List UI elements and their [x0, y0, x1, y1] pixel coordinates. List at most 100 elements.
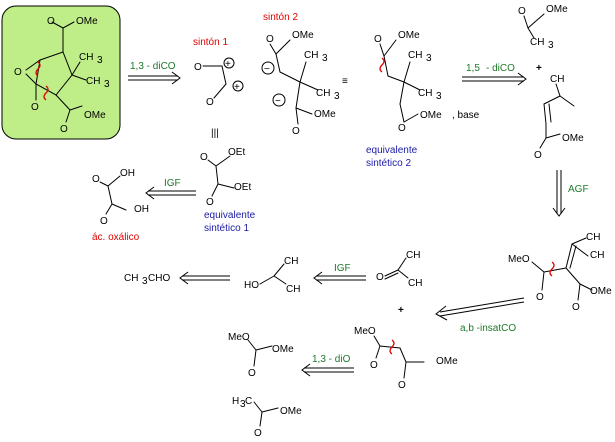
arrow-igf-1: IGF: [145, 178, 196, 200]
arrow-igf-2: IGF: [313, 263, 366, 285]
ip-ho: HO: [244, 280, 259, 291]
ma-ch3-sub: 3: [548, 40, 554, 51]
acetaldehyde-cho: CHO: [148, 273, 170, 284]
top-o: O: [47, 16, 55, 27]
arrow-1-label: 1,3 - diCO: [130, 61, 176, 72]
mab-ome: OMe: [280, 406, 302, 417]
bottom-o: O: [60, 124, 68, 135]
do-oet2: OEt: [234, 182, 251, 193]
e2-ome-top: OMe: [398, 30, 420, 41]
ac-ch3-b: CH: [408, 278, 422, 289]
arrow-igf-2-label: IGF: [334, 263, 351, 274]
ma-o: O: [518, 6, 526, 17]
arrow-agf-label: AGF: [568, 184, 589, 195]
plus-mid: +: [398, 305, 404, 316]
mab-c: C: [245, 396, 252, 407]
do-o2: O: [206, 197, 214, 208]
ip-ch3-b: CH: [286, 284, 300, 295]
e2-ome-bot: OMe: [420, 110, 442, 121]
equiv2-line2: sintético 2: [366, 158, 411, 169]
equiv-sign: ≡: [342, 76, 348, 87]
arrow-dio-label: 1,3 - diO: [312, 354, 351, 365]
mab-o: O: [254, 428, 262, 439]
diethyl-oxalate: O OEt OEt O equivalente sintético 1: [200, 147, 256, 234]
arrow-2-label-b: - diCO: [486, 63, 515, 74]
e2-ch3-a-sub: 3: [426, 53, 432, 64]
ue-o: O: [534, 150, 542, 161]
equiv2-line1: equivalente: [366, 145, 418, 156]
e2-ch3-b-sub: 3: [436, 91, 442, 102]
ac-o: O: [376, 272, 384, 283]
synthon-2-label: sintón 2: [263, 12, 298, 23]
target-box: [1, 5, 121, 140]
ip-ch3-a: CH: [284, 256, 298, 267]
am-o1: O: [536, 292, 544, 303]
mab-sub: 3: [240, 399, 246, 410]
ring-carbonyl-o2: O: [31, 102, 39, 113]
ma-ch3: CH: [530, 37, 544, 48]
dm-o1: O: [370, 360, 378, 371]
arrow-igf-1-label: IGF: [164, 178, 181, 189]
s2-ome-top: OMe: [292, 30, 314, 41]
ox-o1: O: [92, 174, 100, 185]
dc-o: O: [248, 368, 256, 379]
am-meo: MeO: [508, 254, 530, 265]
s2-minus2: −: [275, 96, 281, 107]
s2-ch3-b-sub: 3: [334, 91, 340, 102]
ox-oh2: OH: [134, 204, 149, 215]
arrow-insat: a,b -insatCO: [435, 297, 525, 334]
ox-oh1: OH: [120, 168, 135, 179]
ch3-a: CH: [79, 52, 93, 63]
dimethyl-carbonate: MeO OMe O: [228, 332, 294, 379]
arrow-1: 1,3 - diCO: [128, 61, 181, 85]
e2-ch3-a: CH: [408, 50, 422, 61]
dm-o2: O: [398, 380, 406, 391]
dc-ome: OMe: [272, 344, 294, 355]
s1-o1: O: [194, 62, 202, 73]
ue-ch3-a: CH: [550, 74, 564, 85]
ch3-a-sub: 3: [97, 55, 103, 66]
ac-ch3-a: CH: [406, 250, 420, 261]
ch3-b-sub: 3: [104, 79, 110, 90]
oxalic-label: ác. oxálico: [92, 232, 140, 243]
base-label: , base: [452, 110, 480, 121]
methyl-acetate-top: O OMe CH 3: [518, 4, 568, 51]
dimethyl-malonate: MeO O OMe O: [354, 326, 458, 391]
acetaldehyde: CH 3 CHO: [124, 273, 170, 287]
methyl-acetate-bottom: H 3 C OMe O: [232, 396, 302, 439]
ue-ome: OMe: [562, 133, 584, 144]
arrow-2: 1,5 - diCO: [462, 63, 527, 86]
s2-ch3-a-sub: 3: [322, 53, 328, 64]
s1-plus1: +: [225, 59, 231, 70]
do-oet1: OEt: [228, 147, 245, 158]
dc-meo: MeO: [228, 332, 250, 343]
equiv-vertical: |||: [211, 128, 219, 139]
e2-o-bot: O: [398, 123, 406, 134]
arrow-agf: AGF: [552, 170, 589, 217]
do-o1: O: [200, 152, 208, 163]
s2-o-bot: O: [292, 126, 300, 137]
e2-ch3-b: CH: [418, 88, 432, 99]
arrow-diO: 1,3 - diO: [301, 354, 354, 377]
am-ome: OMe: [590, 286, 612, 297]
am-ch3-a: CH: [586, 232, 600, 243]
equiv1-line2: sintético 1: [204, 223, 249, 234]
acetone: O CH CH: [376, 250, 422, 289]
dm-meo: MeO: [354, 326, 376, 337]
s2-ome-bot: OMe: [314, 109, 336, 120]
arrow-to-acetaldehyde: [179, 271, 230, 285]
plus-top: +: [536, 63, 542, 74]
s1-plus2: +: [234, 82, 240, 93]
am-o2: O: [572, 302, 580, 313]
unsaturated-ester: CH O OMe: [534, 74, 584, 161]
arrow-insat-label: a,b -insatCO: [460, 323, 516, 334]
ring-carbonyl-o1: O: [14, 67, 22, 78]
isopropanol: HO CH CH: [244, 256, 300, 295]
s2-o-top: O: [266, 34, 274, 45]
oxalic-acid: O OH OH O ác. oxálico: [92, 168, 149, 243]
s2-ch3-b: CH: [316, 88, 330, 99]
am-ch3-b: CH: [590, 250, 604, 261]
dm-ome: OMe: [436, 356, 458, 367]
mab-h: H: [232, 396, 239, 407]
